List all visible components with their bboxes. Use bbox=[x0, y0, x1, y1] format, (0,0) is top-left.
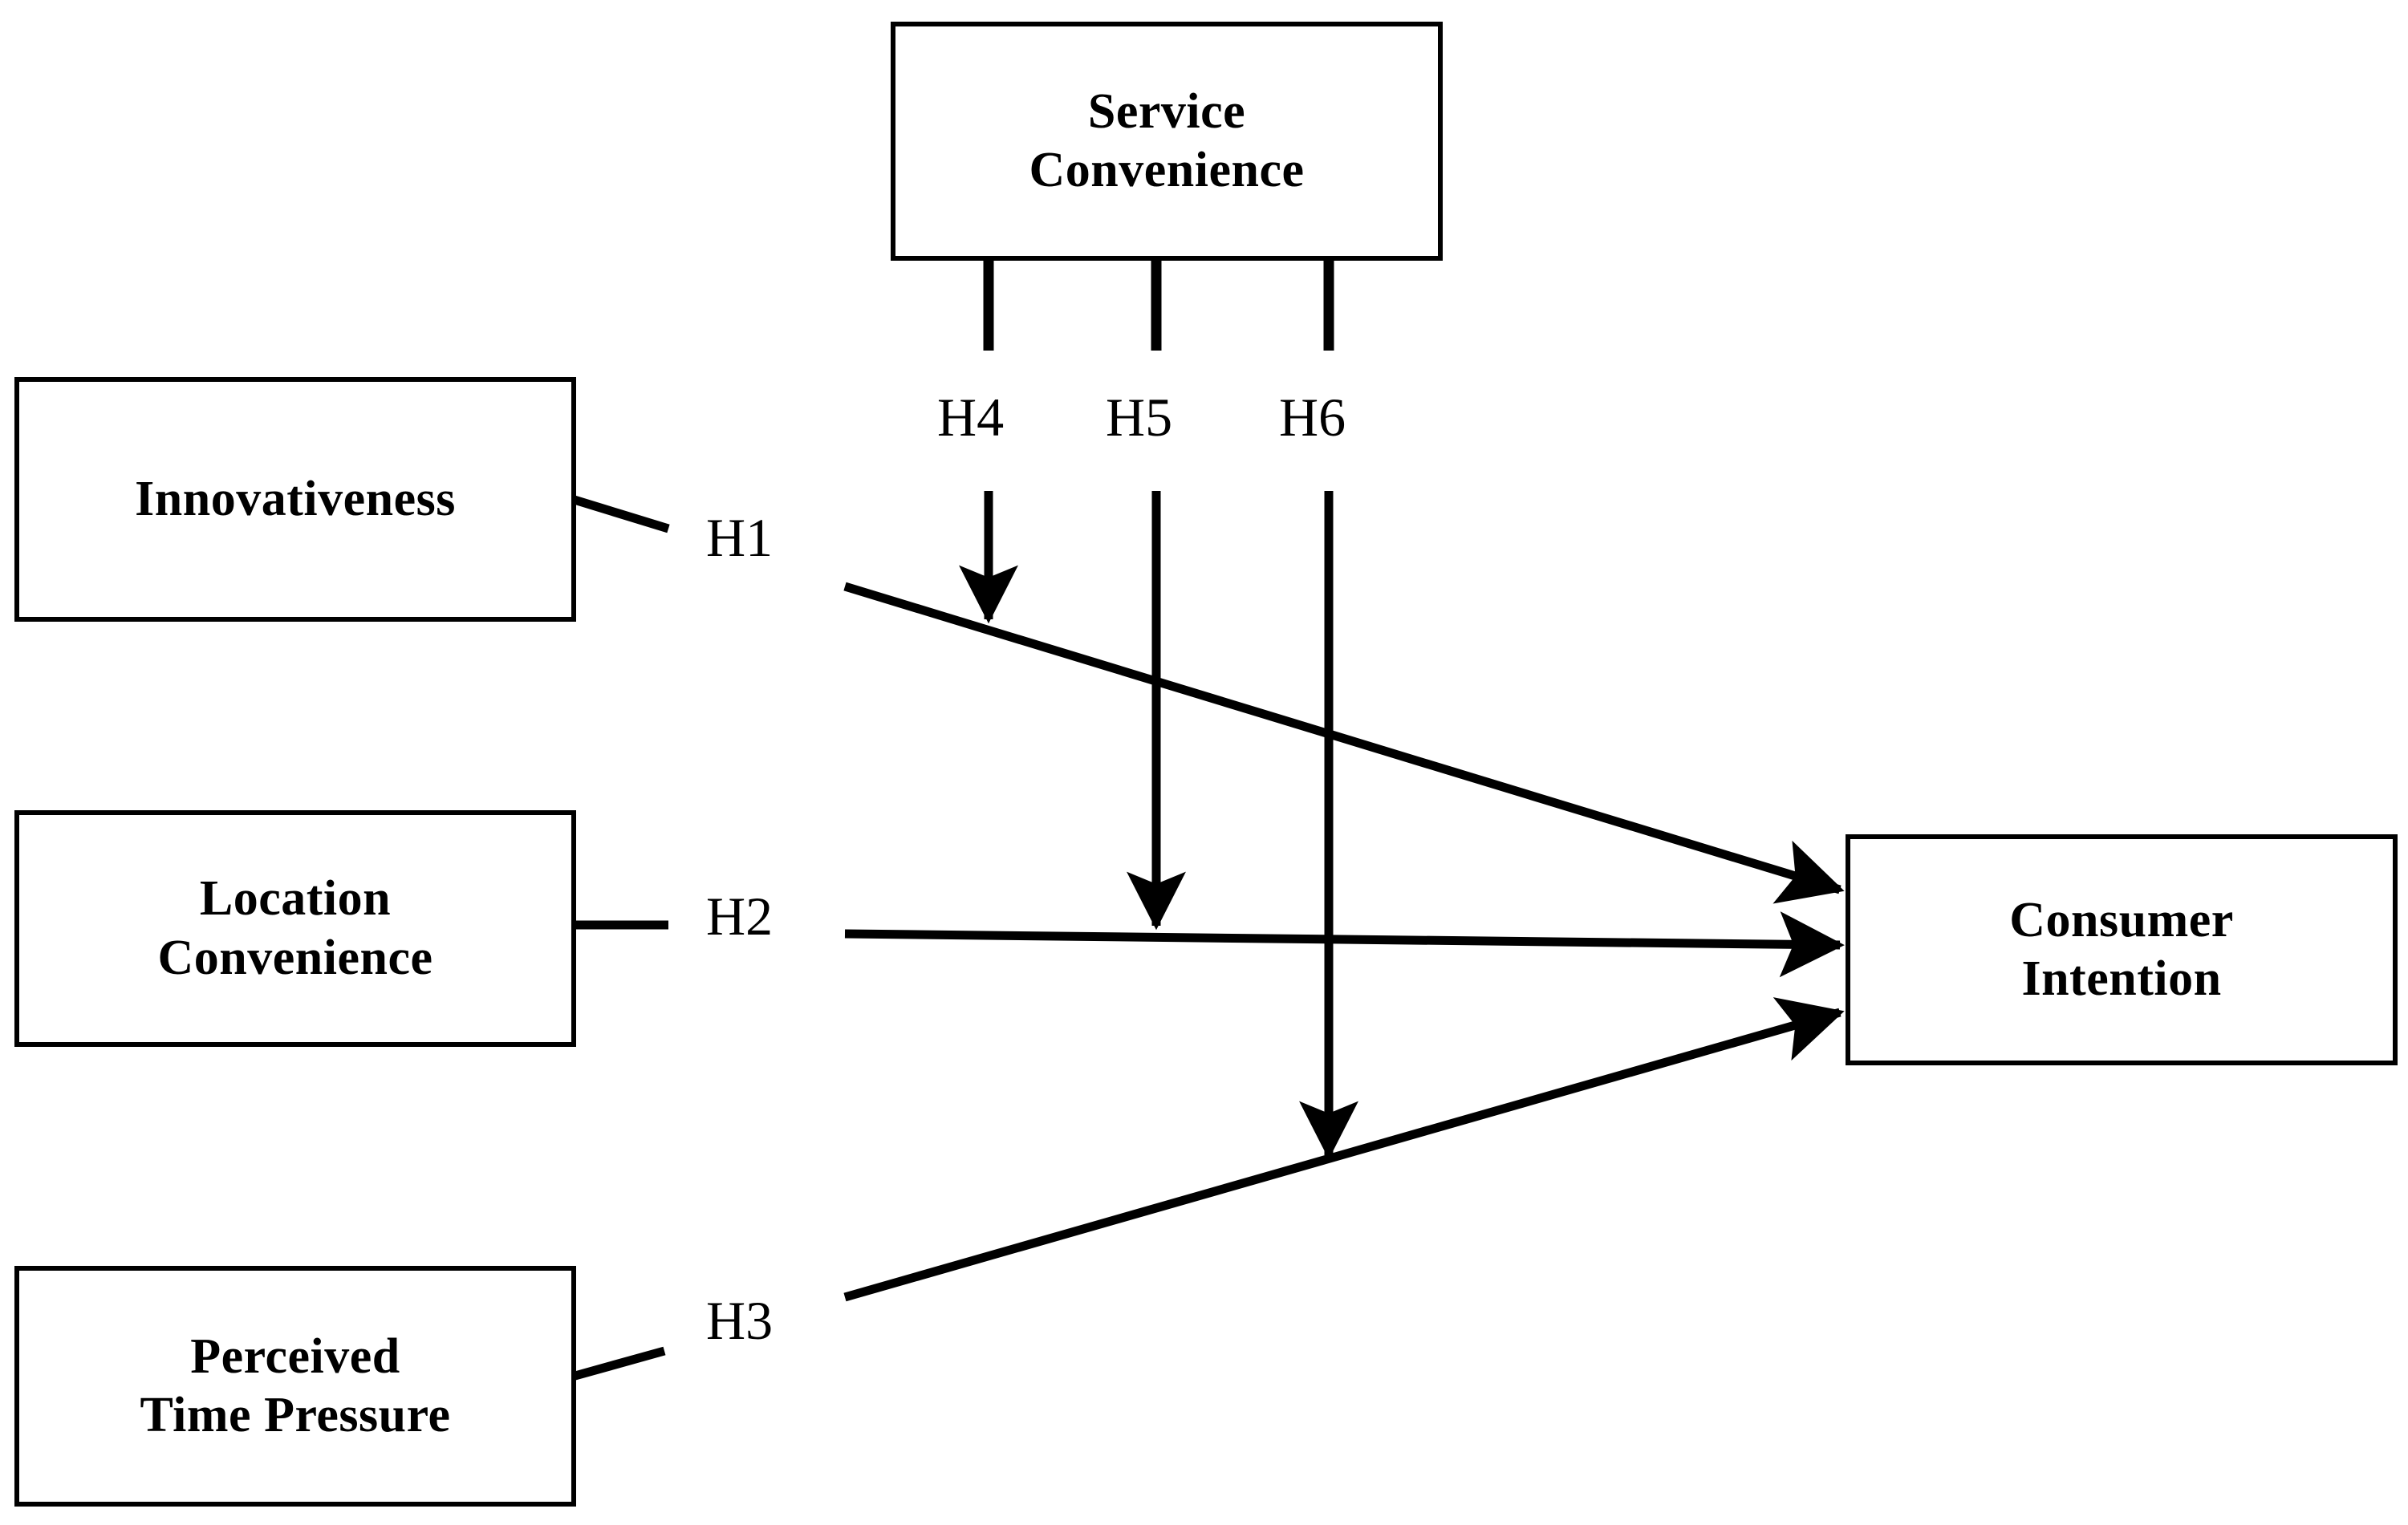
hypothesis-label-h2: H2 bbox=[706, 886, 774, 947]
path-h2 bbox=[566, 911, 1845, 978]
node-service-convenience[interactable]: Service Convenience bbox=[891, 22, 1443, 261]
node-perceived-time-pressure[interactable]: Perceived Time Pressure bbox=[14, 1266, 576, 1507]
hypothesis-label-h5: H5 bbox=[1106, 387, 1173, 448]
hypothesis-label-h6: H6 bbox=[1279, 387, 1346, 448]
node-consumer-intention[interactable]: Consumer Intention bbox=[1846, 834, 2398, 1065]
node-location-convenience[interactable]: Location Convenience bbox=[14, 810, 576, 1047]
hypothesis-label-h3: H3 bbox=[706, 1290, 774, 1351]
node-consumer-intention-label: Consumer Intention bbox=[2009, 892, 2234, 1006]
node-service-convenience-label: Service Convenience bbox=[1029, 83, 1305, 197]
node-location-convenience-label: Location Convenience bbox=[157, 871, 433, 985]
hypothesis-label-h4: H4 bbox=[937, 387, 1005, 448]
path-h1 bbox=[565, 493, 1845, 904]
node-innovativeness-label: Innovativeness bbox=[135, 471, 456, 526]
hypothesis-label-h1: H1 bbox=[706, 507, 774, 568]
node-innovativeness[interactable]: Innovativeness bbox=[14, 377, 576, 622]
node-perceived-time-pressure-label: Perceived Time Pressure bbox=[140, 1328, 451, 1442]
